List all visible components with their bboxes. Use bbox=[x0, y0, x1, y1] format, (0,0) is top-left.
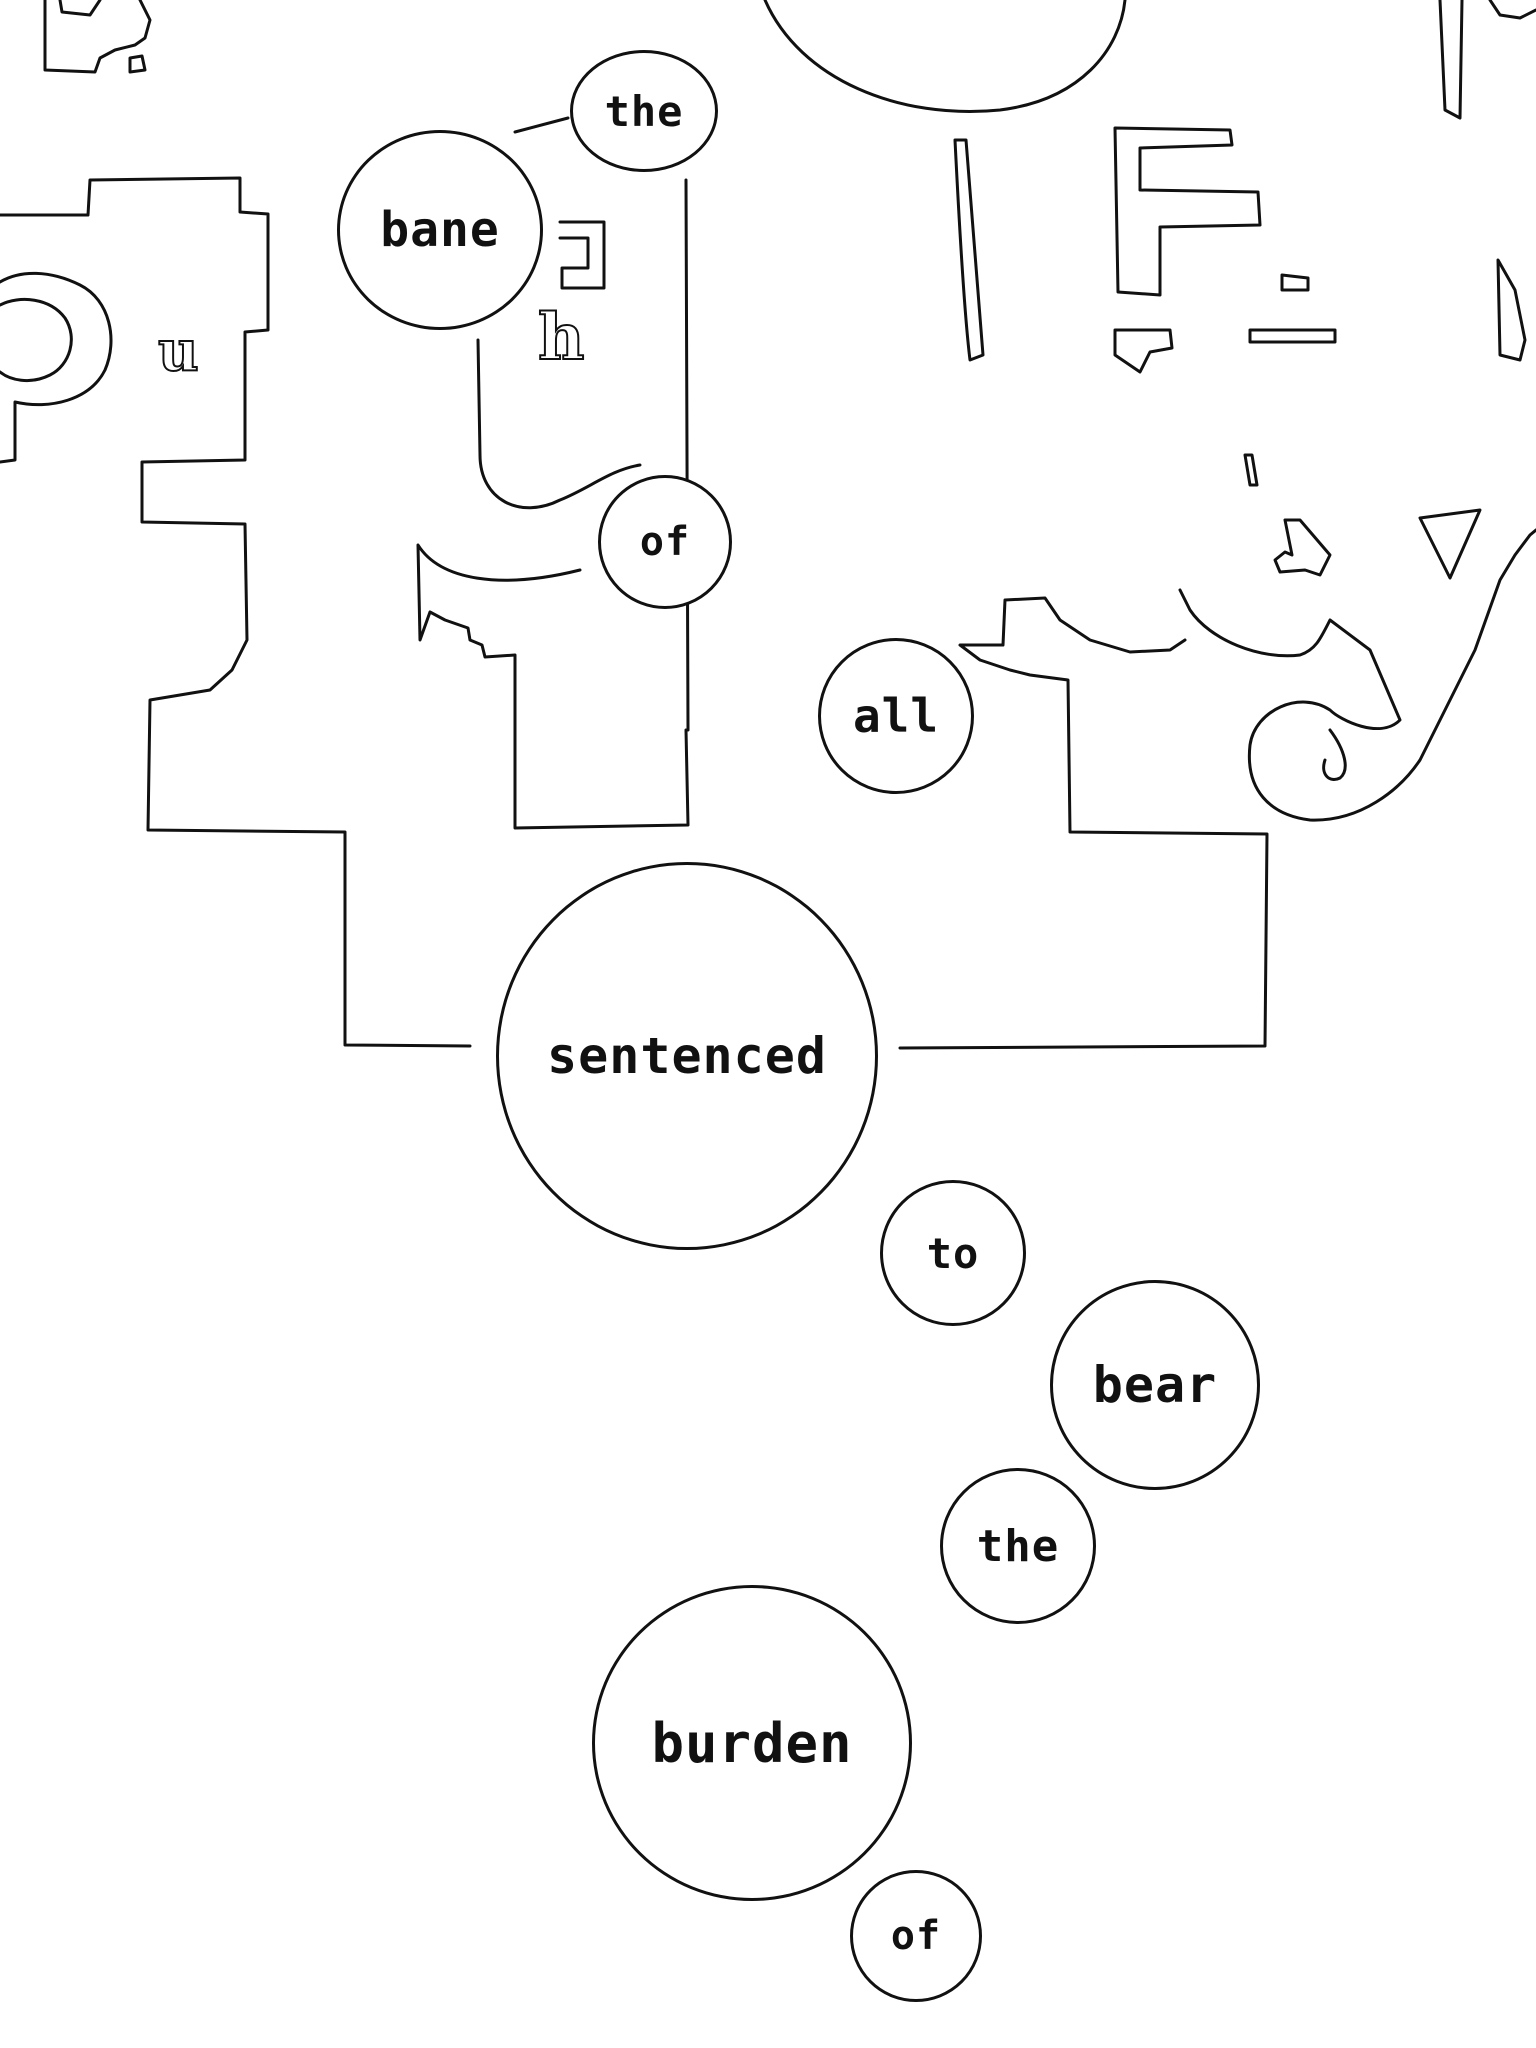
word-circle-of-2: of bbox=[850, 1870, 982, 2002]
outline-letter-y-triangle bbox=[1418, 508, 1482, 580]
word-circle-to: to bbox=[880, 1180, 1026, 1326]
word-circle-the-1: the bbox=[570, 50, 718, 172]
word-circle-all: all bbox=[818, 638, 974, 794]
word-bear: bear bbox=[1092, 1356, 1218, 1414]
outline-column-middle-left bbox=[476, 338, 642, 510]
outline-letter-e-bar bbox=[1280, 273, 1310, 292]
outline-large-block-right-edge bbox=[898, 596, 1269, 1050]
word-of: of bbox=[639, 519, 691, 565]
outline-column-middle-bottom bbox=[416, 543, 690, 830]
outline-letter-y-left bbox=[1273, 518, 1332, 577]
outline-top-circle-arc bbox=[763, 0, 1127, 113]
outline-letter-p-outer bbox=[0, 271, 113, 464]
outline-letter-right-edge bbox=[1496, 258, 1527, 362]
word-to: to bbox=[926, 1228, 980, 1278]
outline-letter-y-body bbox=[1178, 528, 1536, 822]
outline-fragment-top-left-2 bbox=[58, 0, 102, 17]
outline-letter-p-inner bbox=[0, 297, 73, 383]
word-the: the bbox=[604, 86, 684, 136]
word-of-second: of bbox=[890, 1913, 942, 1959]
outline-bane-connector bbox=[513, 116, 570, 134]
outline-top-right-hook bbox=[1488, 0, 1536, 20]
outline-large-block-left bbox=[0, 176, 472, 1048]
outline-letter-i-stroke bbox=[953, 138, 985, 362]
word-circle-the-2: the bbox=[940, 1468, 1096, 1624]
word-sentenced: sentenced bbox=[547, 1027, 827, 1085]
word-the-second: the bbox=[976, 1520, 1060, 1572]
outline-letter-dash-1 bbox=[1113, 328, 1174, 374]
stray-letter-h: h bbox=[537, 299, 586, 376]
outline-column-middle bbox=[684, 178, 690, 732]
word-burden: burden bbox=[651, 1711, 853, 1775]
outline-letter-y-curl bbox=[1322, 728, 1347, 781]
outline-letter-dash-2 bbox=[1248, 328, 1337, 344]
outline-letter-dash-small bbox=[1243, 453, 1259, 487]
stray-letter-u: u bbox=[157, 317, 200, 385]
outline-fragment-top-left bbox=[43, 0, 152, 74]
outline-column-small-box bbox=[558, 220, 606, 290]
outline-dot bbox=[128, 54, 147, 74]
outline-letter-e-block bbox=[1113, 126, 1262, 297]
word-circle-bane: bane bbox=[337, 130, 543, 330]
word-all: all bbox=[852, 689, 940, 743]
word-bane: bane bbox=[380, 202, 500, 258]
word-circle-bear: bear bbox=[1050, 1280, 1260, 1490]
word-circle-of-1: of bbox=[598, 475, 732, 609]
outline-top-right-slash bbox=[1438, 0, 1464, 120]
word-circle-burden: burden bbox=[592, 1585, 912, 1901]
word-circle-sentenced: sentenced bbox=[496, 862, 878, 1250]
